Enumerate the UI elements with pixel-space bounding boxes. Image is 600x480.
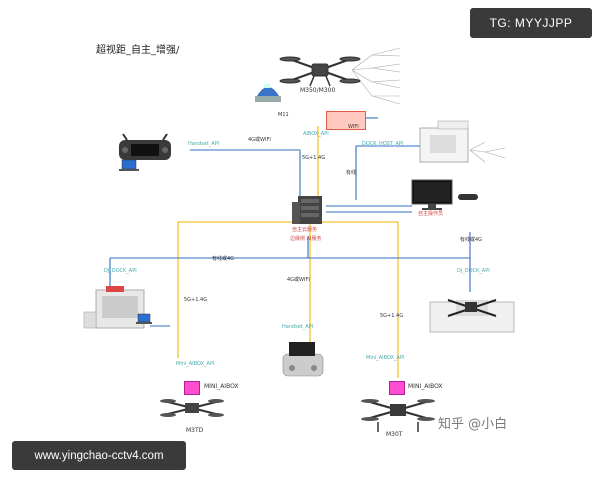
label-center-2: 边缘侧 AI服务 [290,236,322,242]
small-laptop-left [119,159,139,171]
watermark: 知乎 @小白 [438,417,508,432]
label-autopilot: 自主操作员 [418,211,444,217]
label-handset-api: Handset_API [188,141,220,147]
label-m350: M350/M300 [300,87,336,94]
dock-top-right [419,120,469,163]
m30t-drone [361,399,435,432]
label-mini-aibox-right: MINI_AIBOX [408,383,443,390]
label-dock-host-api: DOCK_HOST_API [362,141,404,147]
label-5g-top: 5G+1.4G [302,155,326,161]
dock-right [429,299,515,333]
tg-badge: TG: MYYJJPP [470,8,592,38]
label-5g-right: 5G+1.4G [380,313,404,319]
label-wired-4g-left: 有线或4G [212,256,235,262]
aibox-module [326,111,366,130]
server [292,196,322,224]
label-5g-left: 5G+1.4G [184,297,208,303]
url-badge[interactable]: www.yingchao-cctv4.com [12,441,186,470]
mini-aibox-right-box [389,381,405,395]
label-wired: 有线 [346,170,357,176]
m350-drone [279,56,361,87]
label-m30t: M30T [386,431,403,438]
label-mini-aibox-api-right: Mini_AIBOX_API [366,355,405,361]
label-dock-api-left: Dj_DOCK_API [104,268,137,274]
dock-left [83,286,145,329]
label-dock-api-right: Dj_DOCK_API [457,268,490,274]
label-center-1: 自主云服务 [292,227,318,233]
label-mini-aibox-api-left: Mini_AIBOX_API [176,361,215,367]
dome-antenna [255,84,281,102]
label-handset-api-bottom: Handset_API [282,324,314,330]
label-4g-wifi: 4G或WIFI [248,137,271,143]
label-m11: M11 [278,112,289,118]
m3td-drone [160,399,224,417]
label-mini-aibox-left: MINI_AIBOX [204,383,239,390]
label-wifi-top: WIFI [348,124,359,130]
label-m3td: M3TD [186,427,204,434]
label-wired-wifi: 4G或WIFI [287,277,310,283]
small-laptop-dock-left [136,313,152,324]
rc-controller [119,133,171,160]
label-wired-4g-right: 有线或4G [460,237,483,243]
mini-aibox-left-box [184,381,200,395]
page-title: 超视距_自主_增强/ [96,45,180,56]
pc-monitor [411,179,478,210]
handset-bottom [282,342,324,377]
label-aibox-api: AIBOX_API [303,131,329,137]
